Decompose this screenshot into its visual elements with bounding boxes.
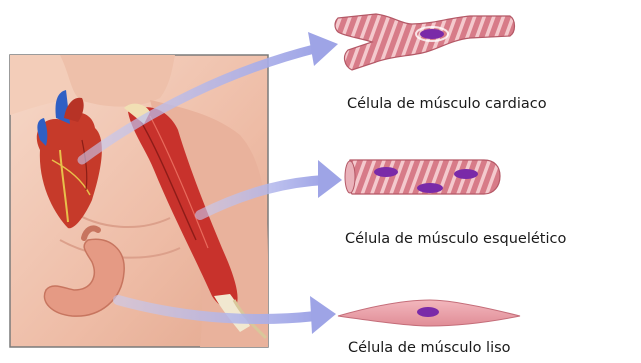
cardiac-muscle-cell (335, 14, 515, 70)
skeletal-muscle-cell (345, 160, 500, 194)
skeletal-nucleus (374, 167, 398, 177)
label-smooth-muscle-cell: Célula de músculo liso (348, 340, 511, 356)
smooth-nucleus (417, 307, 439, 317)
label-cardiac-muscle-cell: Célula de músculo cardiaco (347, 96, 547, 112)
skeletal-nucleus (417, 183, 443, 193)
label-skeletal-muscle-cell: Célula de músculo esquelético (345, 231, 566, 247)
skeletal-nucleus (454, 169, 478, 179)
smooth-muscle-cell (338, 300, 520, 326)
cardiac-nucleus (420, 29, 444, 39)
